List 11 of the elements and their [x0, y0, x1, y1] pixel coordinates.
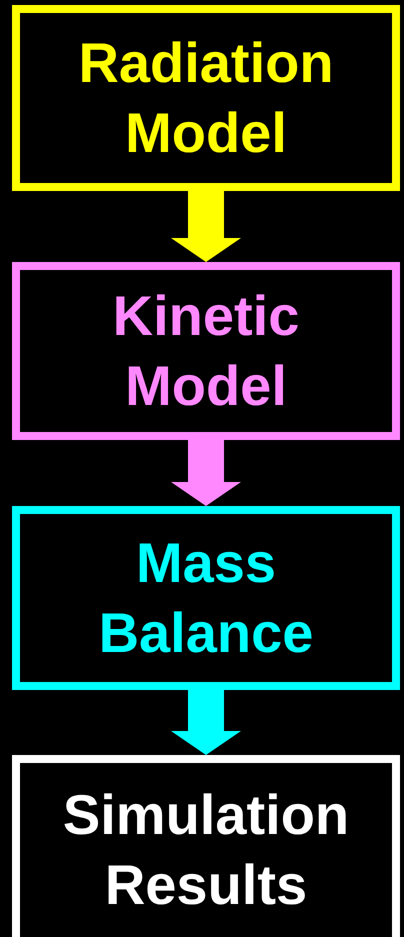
- box-label: Kinetic Model: [112, 283, 300, 419]
- box-label: Simulation Results: [62, 782, 350, 918]
- arrow: [171, 690, 241, 755]
- box-label: Mass Balance: [98, 530, 314, 666]
- process-box: [12, 506, 400, 690]
- box-label: Radiation Model: [77, 30, 335, 166]
- arrow: [171, 191, 241, 262]
- process-box: [12, 5, 400, 191]
- process-box: [12, 755, 400, 937]
- arrow: [171, 440, 241, 506]
- process-box: [12, 262, 400, 440]
